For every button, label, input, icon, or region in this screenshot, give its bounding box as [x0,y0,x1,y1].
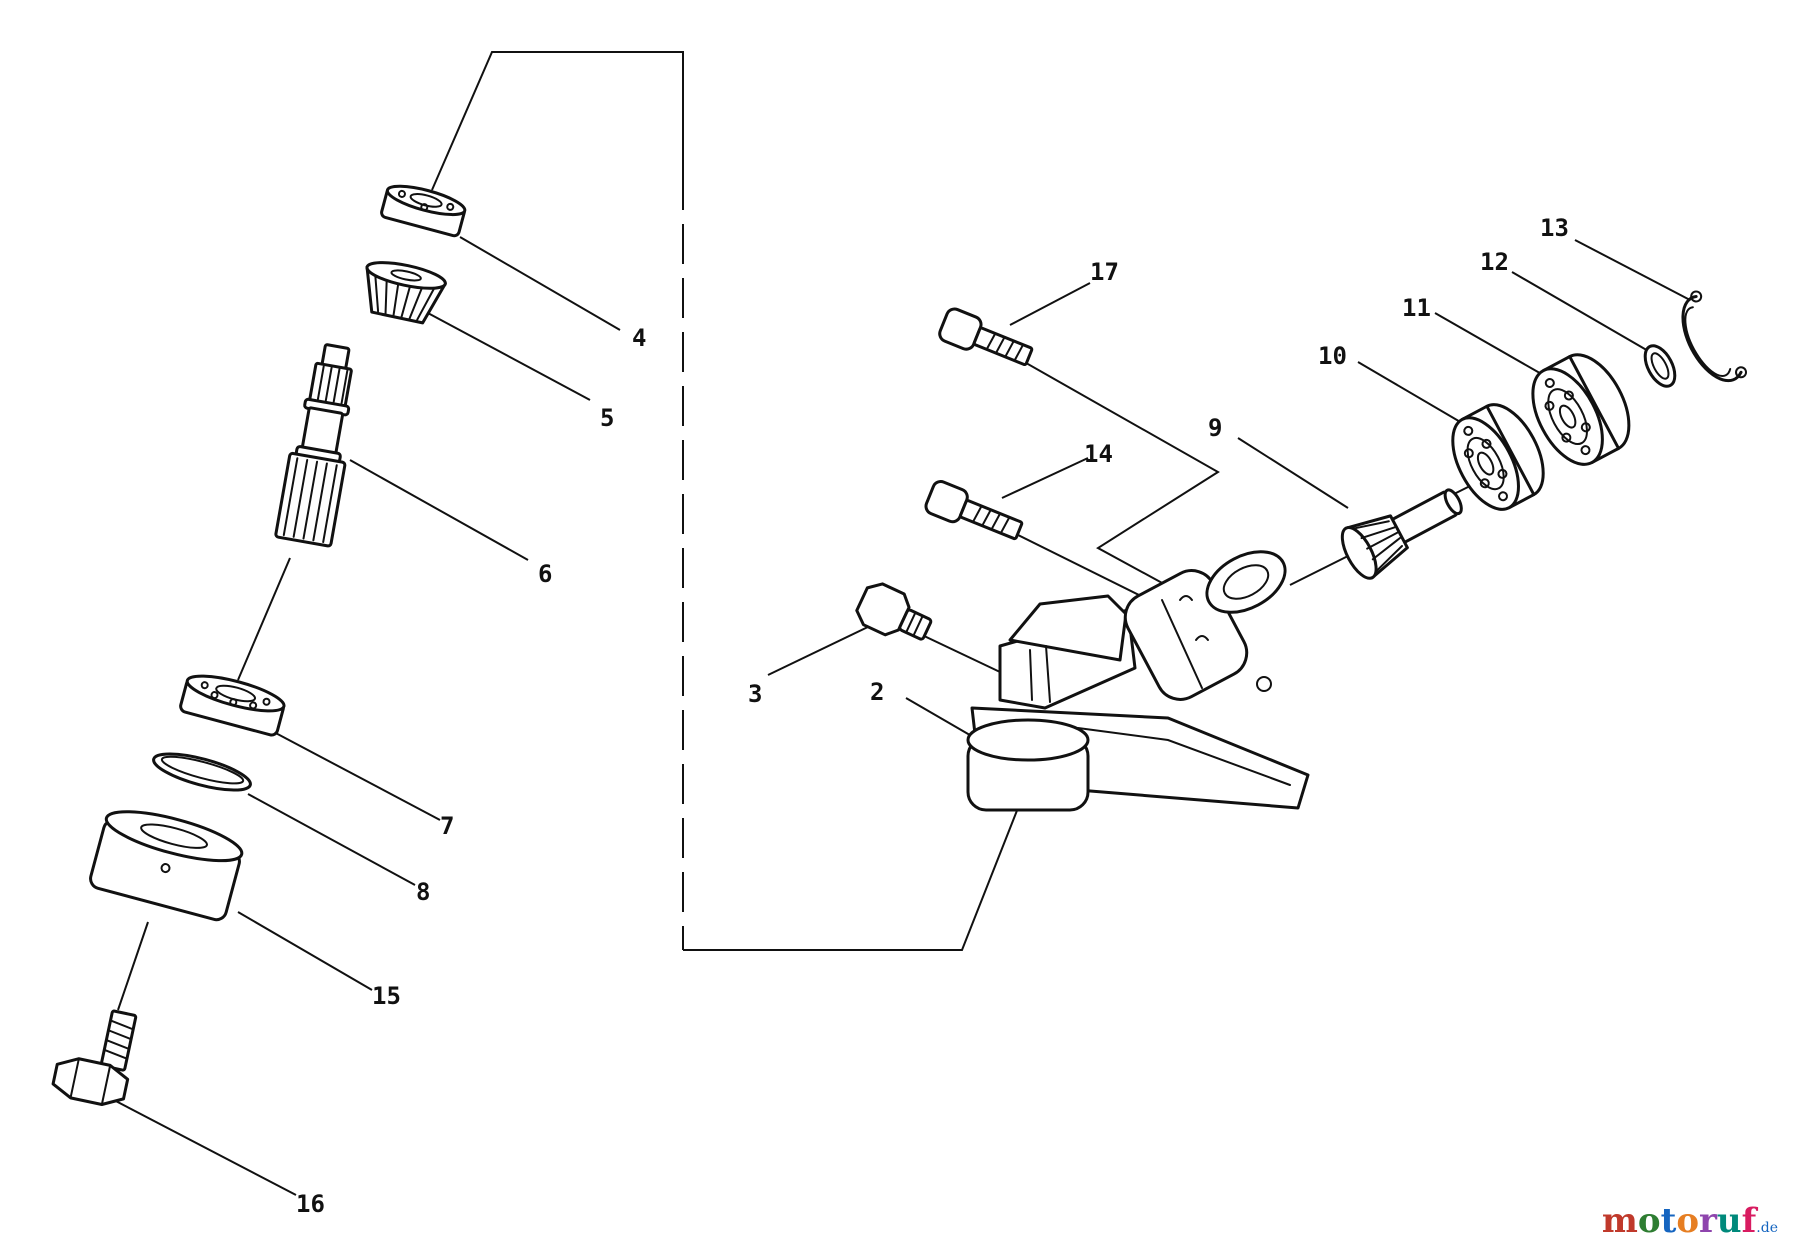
callout-14: 14 [1084,440,1113,468]
watermark-text: motoruf [1601,1201,1757,1241]
leader-16 [109,1097,297,1196]
leader-3-housing [921,634,1001,673]
leader-9-housing [1289,554,1351,586]
callout-9: 9 [1208,414,1222,442]
cap-screw-part-14 [924,480,1024,541]
callout-7: 7 [440,812,454,840]
snap-ring-part-12 [1643,344,1677,388]
callout-2: 2 [870,678,884,706]
cap-screw-part-17 [938,307,1034,367]
leader-6 [349,459,529,561]
hex-bolt-part-16 [51,1009,138,1107]
spline-shaft-part-6 [274,343,353,548]
leader-lines [109,236,1691,1196]
leader-10 [1357,361,1475,431]
leader-9 [1237,437,1349,509]
gear-head-housing-part-2 [966,550,1310,812]
bevel-gear-part-5 [365,261,447,325]
leader-17-housing [1011,354,1220,591]
leader-5 [425,311,591,401]
leader-14 [1001,457,1089,499]
assembly-bracket [431,51,1019,951]
leader-8 [247,793,416,886]
leader-7 [269,729,441,821]
leader-11 [1434,312,1553,381]
leader-6-7 [237,557,291,681]
leader-17 [1009,282,1091,326]
leader-15-16 [117,921,149,1011]
callout-4: 4 [632,324,646,352]
leader-12 [1511,271,1651,353]
bearing-part-10 [1451,403,1545,511]
watermark-suffix: .de [1756,1220,1778,1236]
callout-6: 6 [538,560,552,588]
callout-labels: 2 3 4 5 6 7 8 9 10 11 12 13 14 15 16 17 [296,214,1569,1218]
watermark-logo: motoruf.de [1602,1201,1778,1241]
callout-12: 12 [1480,248,1509,276]
callout-10: 10 [1318,342,1347,370]
bearing-lower-part-7 [179,674,286,737]
leader-15 [237,911,373,991]
leader-13 [1574,239,1691,301]
cup-part-15 [89,810,244,922]
bearing-part-11 [1531,353,1631,466]
pinion-gear-part-9 [1340,488,1463,580]
bearing-top-part-4 [380,184,467,238]
leader-4 [459,236,621,331]
callout-13: 13 [1540,214,1569,242]
callout-3: 3 [748,680,762,708]
leader-3 [767,624,873,676]
callout-11: 11 [1402,294,1431,322]
callout-16: 16 [296,1190,325,1218]
leader-14-housing [1011,531,1146,599]
circlip-part-13 [1681,290,1748,383]
callout-5: 5 [600,404,614,432]
bolt-part-3 [855,582,933,641]
callout-17: 17 [1090,258,1119,286]
callout-15: 15 [372,982,401,1010]
callout-8: 8 [416,878,430,906]
leader-2 [905,697,976,739]
retaining-ring-part-8 [152,752,252,792]
